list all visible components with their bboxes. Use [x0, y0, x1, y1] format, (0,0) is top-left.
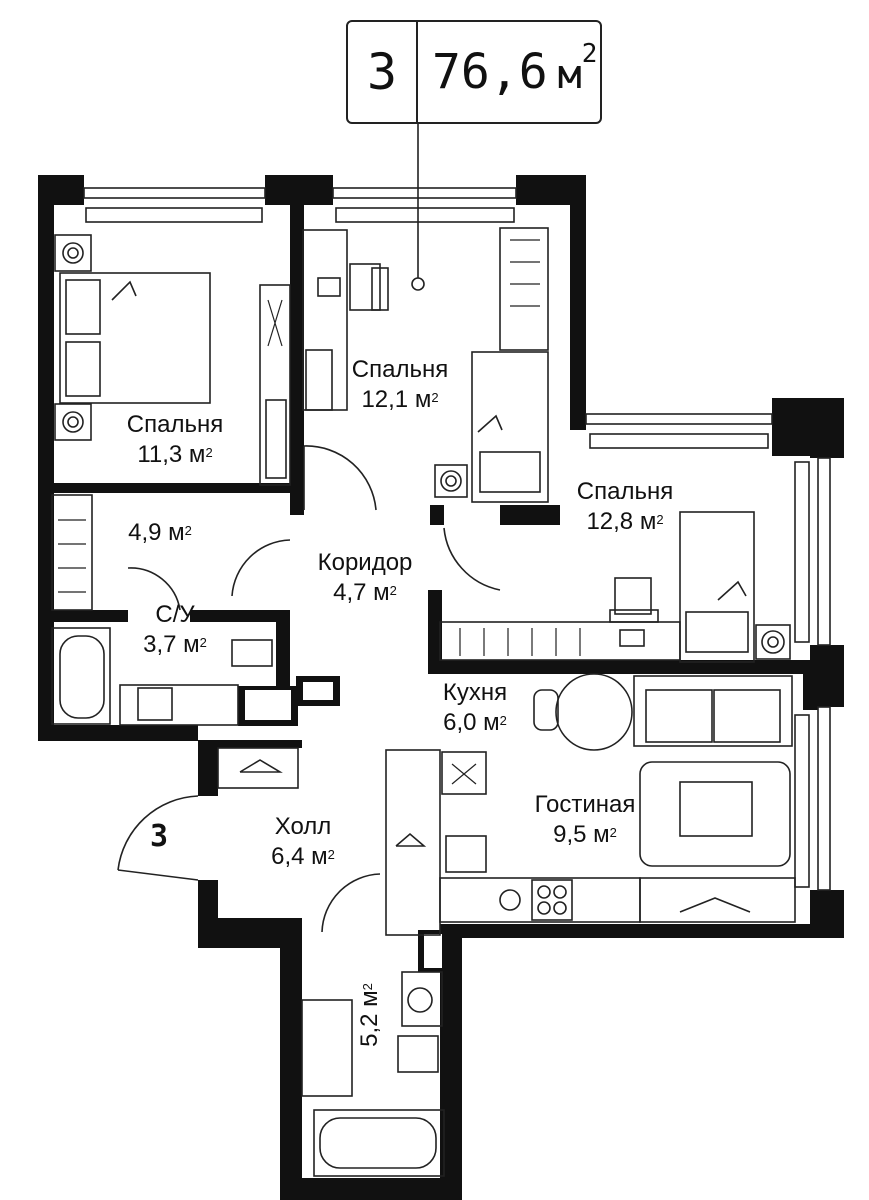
room-area: 11,3 м2 — [137, 441, 213, 468]
badge-divider — [416, 22, 418, 122]
room-area: 9,5 м2 — [553, 821, 617, 848]
room-label-living-room: Гостиная 9,5 м2 — [520, 790, 650, 850]
room-name: Холл — [274, 813, 332, 840]
entrance-number: 3 — [150, 819, 169, 854]
wardrobe-hangers — [58, 239, 581, 785]
room-name: Спальня — [126, 411, 224, 438]
room-name: Гостиная — [534, 791, 636, 818]
total-area-value: 76,6 — [432, 44, 548, 100]
room-label-bedroom-1: Спальня 11,3 м2 — [110, 410, 240, 470]
room-area: 5,2 м2 — [356, 983, 383, 1047]
room-label-bathroom-1: С/У 3,7 м2 — [120, 600, 230, 660]
rooms-count: 3 — [366, 43, 398, 101]
room-area: 4,9 м2 — [128, 519, 192, 546]
room-label-wardrobe: 4,9 м2 — [105, 518, 215, 548]
room-area: 6,4 м2 — [271, 843, 335, 870]
total-area-unit: м — [557, 52, 582, 98]
room-name: С/У — [155, 601, 195, 628]
room-name: Коридор — [317, 549, 413, 576]
room-label-bedroom-3: Спальня 12,8 м2 — [560, 477, 690, 537]
room-area: 6,0 м2 — [443, 709, 507, 736]
room-area: 12,8 м2 — [586, 508, 664, 535]
total-area-sup: 2 — [581, 39, 598, 69]
room-label-hall: Холл 6,4 м2 — [248, 812, 358, 872]
room-label-bathroom-2: 5,2 м2 — [355, 960, 385, 1070]
room-name: Кухня — [442, 679, 508, 706]
room-area: 3,7 м2 — [143, 631, 207, 658]
room-area: 4,7 м2 — [333, 579, 397, 606]
room-label-corridor: Коридор 4,7 м2 — [300, 548, 430, 608]
room-label-bedroom-2: Спальня 12,1 м2 — [335, 355, 465, 415]
fixtures — [51, 120, 831, 1177]
room-label-kitchen: Кухня 6,0 м2 — [420, 678, 530, 738]
room-name: Спальня — [351, 356, 449, 383]
room-area: 12,1 м2 — [361, 386, 439, 413]
room-name: Спальня — [576, 478, 674, 505]
